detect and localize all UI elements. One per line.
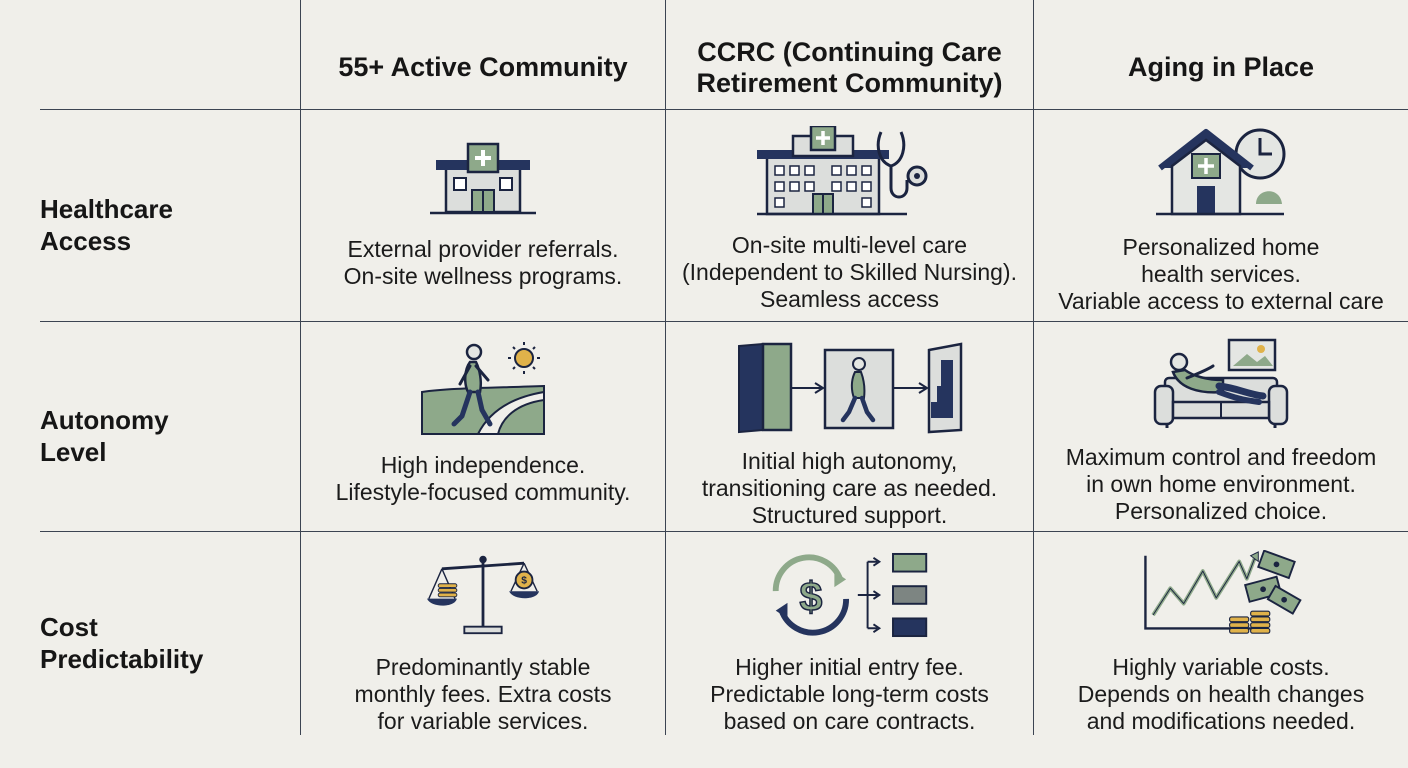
cell-cost-ccrc: $ Higher initial entry fee. Predictable … bbox=[665, 532, 1033, 735]
description-line: Seamless access bbox=[760, 286, 939, 312]
column-header-ccrc: CCRC (Continuing Care Retirement Communi… bbox=[665, 0, 1033, 110]
cell-healthcare-active: External provider referrals. On-site wel… bbox=[300, 110, 665, 322]
cell-description: Higher initial entry fee. Predictable lo… bbox=[710, 654, 989, 735]
column-header-line: 55+ Active Community bbox=[338, 52, 628, 82]
column-header-line: CCRC (Continuing Care bbox=[697, 36, 1002, 67]
description-line: Predominantly stable bbox=[375, 654, 591, 680]
person-relaxing-sofa-icon bbox=[1153, 338, 1289, 428]
hospital-stethoscope-icon bbox=[757, 126, 928, 216]
home-health-clock-icon bbox=[1156, 128, 1286, 216]
cell-description: Personalized home health services. Varia… bbox=[1058, 234, 1384, 315]
cell-healthcare-aging: Personalized home health services. Varia… bbox=[1033, 110, 1408, 322]
description-line: Higher initial entry fee. bbox=[735, 654, 964, 680]
row-header-line: Access bbox=[40, 225, 132, 256]
cell-cost-aging: Highly variable costs. Depends on health… bbox=[1033, 532, 1408, 735]
cell-description: High independence. Lifestyle-focused com… bbox=[336, 452, 631, 506]
description-line: Variable access to external care bbox=[1058, 288, 1384, 314]
row-header-line: Level bbox=[40, 436, 107, 467]
description-line: monthly fees. Extra costs bbox=[354, 681, 612, 707]
description-line: (Independent to Skilled Nursing). bbox=[682, 259, 1017, 285]
balance-scale-coins-icon: $ bbox=[427, 555, 539, 635]
cell-description: Initial high autonomy, transitioning car… bbox=[702, 448, 997, 529]
description-line: for variable services. bbox=[377, 708, 589, 734]
description-line: Maximum control and freedom bbox=[1065, 444, 1377, 470]
description-line: transitioning care as needed. bbox=[701, 475, 998, 501]
person-walking-path-icon bbox=[421, 342, 545, 435]
row-header-line: Healthcare bbox=[40, 193, 173, 224]
column-header-line: Retirement Community) bbox=[696, 67, 1003, 98]
column-header-aging-in-place: Aging in Place bbox=[1033, 0, 1408, 110]
description-line: Personalized home bbox=[1122, 234, 1320, 260]
description-line: On-site wellness programs. bbox=[343, 263, 623, 289]
row-header-healthcare: Healthcare Access bbox=[40, 110, 300, 322]
corner-cell bbox=[40, 0, 300, 110]
svg-text:$: $ bbox=[799, 574, 822, 620]
cell-description: Predominantly stable monthly fees. Extra… bbox=[355, 654, 612, 735]
description-line: based on care contracts. bbox=[723, 708, 976, 734]
cell-autonomy-aging: Maximum control and freedom in own home … bbox=[1033, 322, 1408, 532]
cell-autonomy-active: High independence. Lifestyle-focused com… bbox=[300, 322, 665, 532]
dollar-cycle-tiers-icon: $ bbox=[772, 552, 927, 638]
description-line: and modifications needed. bbox=[1086, 708, 1356, 734]
description-line: Initial high autonomy, bbox=[741, 448, 958, 474]
cell-cost-active: $ Predominantly stable monthly fees. Ext… bbox=[300, 532, 665, 735]
description-line: Depends on health changes bbox=[1077, 681, 1365, 707]
volatile-chart-money-icon bbox=[1144, 550, 1302, 634]
cell-description: External provider referrals. On-site wel… bbox=[344, 236, 623, 290]
description-line: health services. bbox=[1141, 261, 1301, 287]
description-line: Highly variable costs. bbox=[1112, 654, 1330, 680]
row-header-line: Predictability bbox=[40, 643, 204, 674]
description-line: External provider referrals. bbox=[347, 236, 619, 262]
description-line: in own home environment. bbox=[1086, 471, 1356, 497]
description-line: Personalized choice. bbox=[1114, 498, 1328, 524]
cell-autonomy-ccrc: Initial high autonomy, transitioning car… bbox=[665, 322, 1033, 532]
row-header-line: Autonomy bbox=[40, 404, 169, 435]
column-header-active-community: 55+ Active Community bbox=[300, 0, 665, 110]
row-header-line: Cost bbox=[40, 611, 98, 642]
description-line: Predictable long-term costs bbox=[710, 681, 989, 707]
cell-healthcare-ccrc: On-site multi-level care (Independent to… bbox=[665, 110, 1033, 322]
cell-description: On-site multi-level care (Independent to… bbox=[682, 232, 1017, 313]
cell-description: Maximum control and freedom in own home … bbox=[1066, 444, 1377, 525]
clinic-building-icon bbox=[430, 142, 536, 215]
comparison-table: 55+ Active Community CCRC (Continuing Ca… bbox=[40, 0, 1408, 768]
row-header-cost: Cost Predictability bbox=[40, 532, 300, 735]
row-header-autonomy: Autonomy Level bbox=[40, 322, 300, 532]
cell-description: Highly variable costs. Depends on health… bbox=[1078, 654, 1364, 735]
description-line: Lifestyle-focused community. bbox=[335, 479, 631, 505]
care-transition-doors-icon bbox=[737, 342, 962, 434]
column-header-line: Aging in Place bbox=[1127, 52, 1315, 82]
svg-text:$: $ bbox=[521, 576, 527, 587]
description-line: High independence. bbox=[380, 452, 586, 478]
description-line: On-site multi-level care bbox=[731, 232, 968, 258]
description-line: Structured support. bbox=[751, 502, 948, 528]
